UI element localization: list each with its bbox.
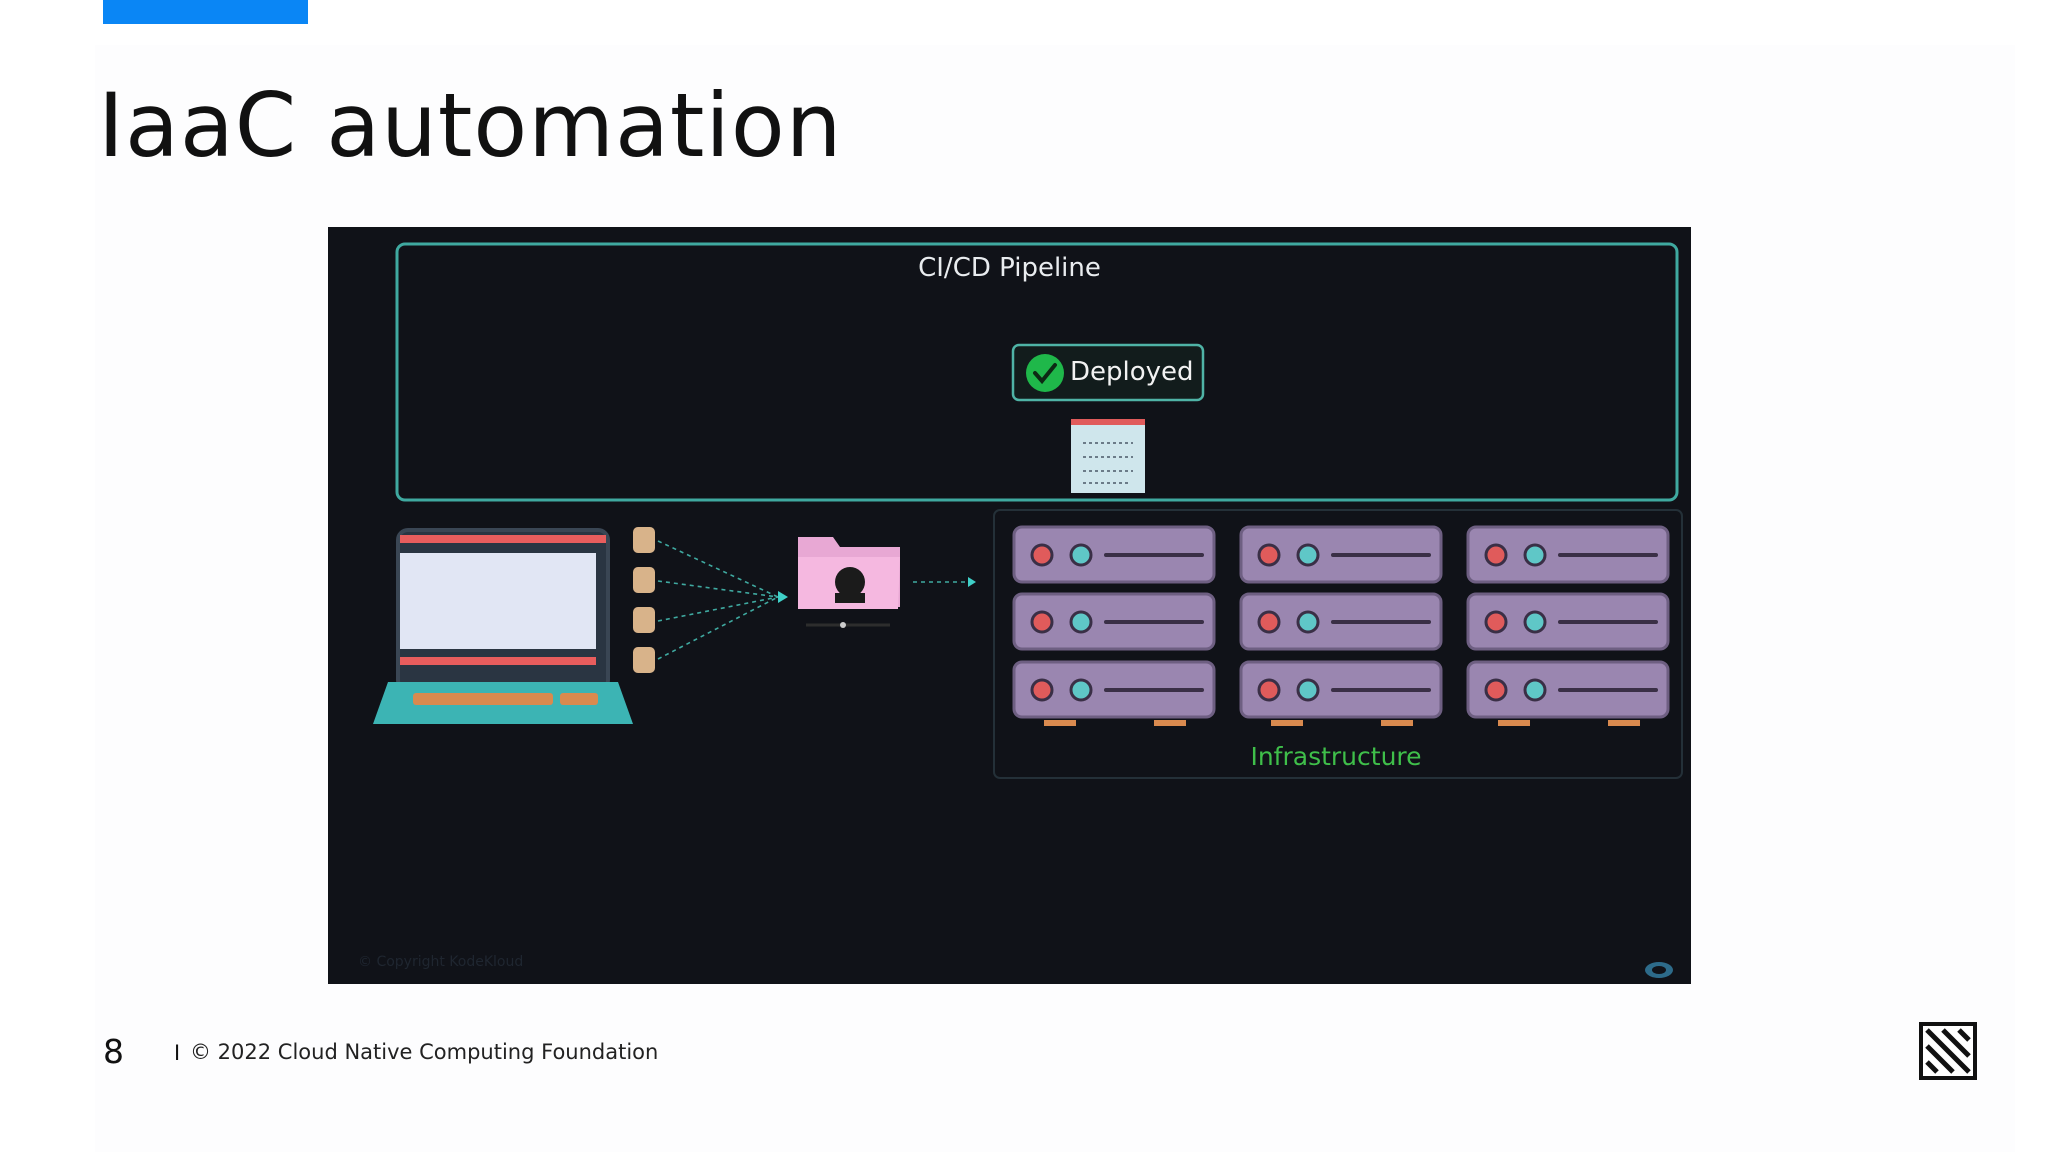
server-unit xyxy=(1012,525,1216,584)
git-folder-icon xyxy=(798,537,900,628)
accent-bar xyxy=(103,0,308,24)
pipeline-frame xyxy=(395,242,1679,502)
diagram-canvas xyxy=(373,242,1683,978)
server-unit xyxy=(1012,660,1216,726)
server-unit xyxy=(1239,660,1443,726)
server-unit xyxy=(1239,525,1443,584)
page-number: 8 xyxy=(103,1032,124,1071)
infrastructure-label: Infrastructure xyxy=(1250,742,1422,771)
check-icon xyxy=(1026,354,1064,392)
infrastructure-frame xyxy=(993,509,1683,779)
footer-copyright: © 2022 Cloud Native Computing Foundation xyxy=(190,1040,659,1064)
footer-separator: I xyxy=(174,1040,181,1065)
cloud-logo-icon xyxy=(1645,962,1673,978)
pipeline-label: CI/CD Pipeline xyxy=(918,253,1101,283)
server-unit xyxy=(1239,592,1443,651)
diagram-watermark: © Copyright KodeKloud xyxy=(358,954,524,970)
deployed-badge xyxy=(1011,343,1205,402)
slide-footer: 8 I © 2022 Cloud Native Computing Founda… xyxy=(0,1030,2048,1080)
user-icon xyxy=(633,527,655,673)
server-unit xyxy=(1012,592,1216,651)
server-rack-icon xyxy=(1012,525,1670,726)
slide-title: IaaC automation xyxy=(98,74,843,177)
laptop-icon xyxy=(373,528,633,724)
deployed-label: Deployed xyxy=(1070,357,1194,387)
cncf-logo-icon xyxy=(1919,1022,1977,1080)
config-file-icon xyxy=(1071,419,1145,493)
server-unit xyxy=(1466,525,1670,584)
server-unit xyxy=(1466,592,1670,651)
iaac-diagram: CI/CD Pipeline Deployed Infrastructure ©… xyxy=(328,227,1691,984)
server-unit xyxy=(1466,660,1670,726)
user-arrows xyxy=(657,540,779,660)
